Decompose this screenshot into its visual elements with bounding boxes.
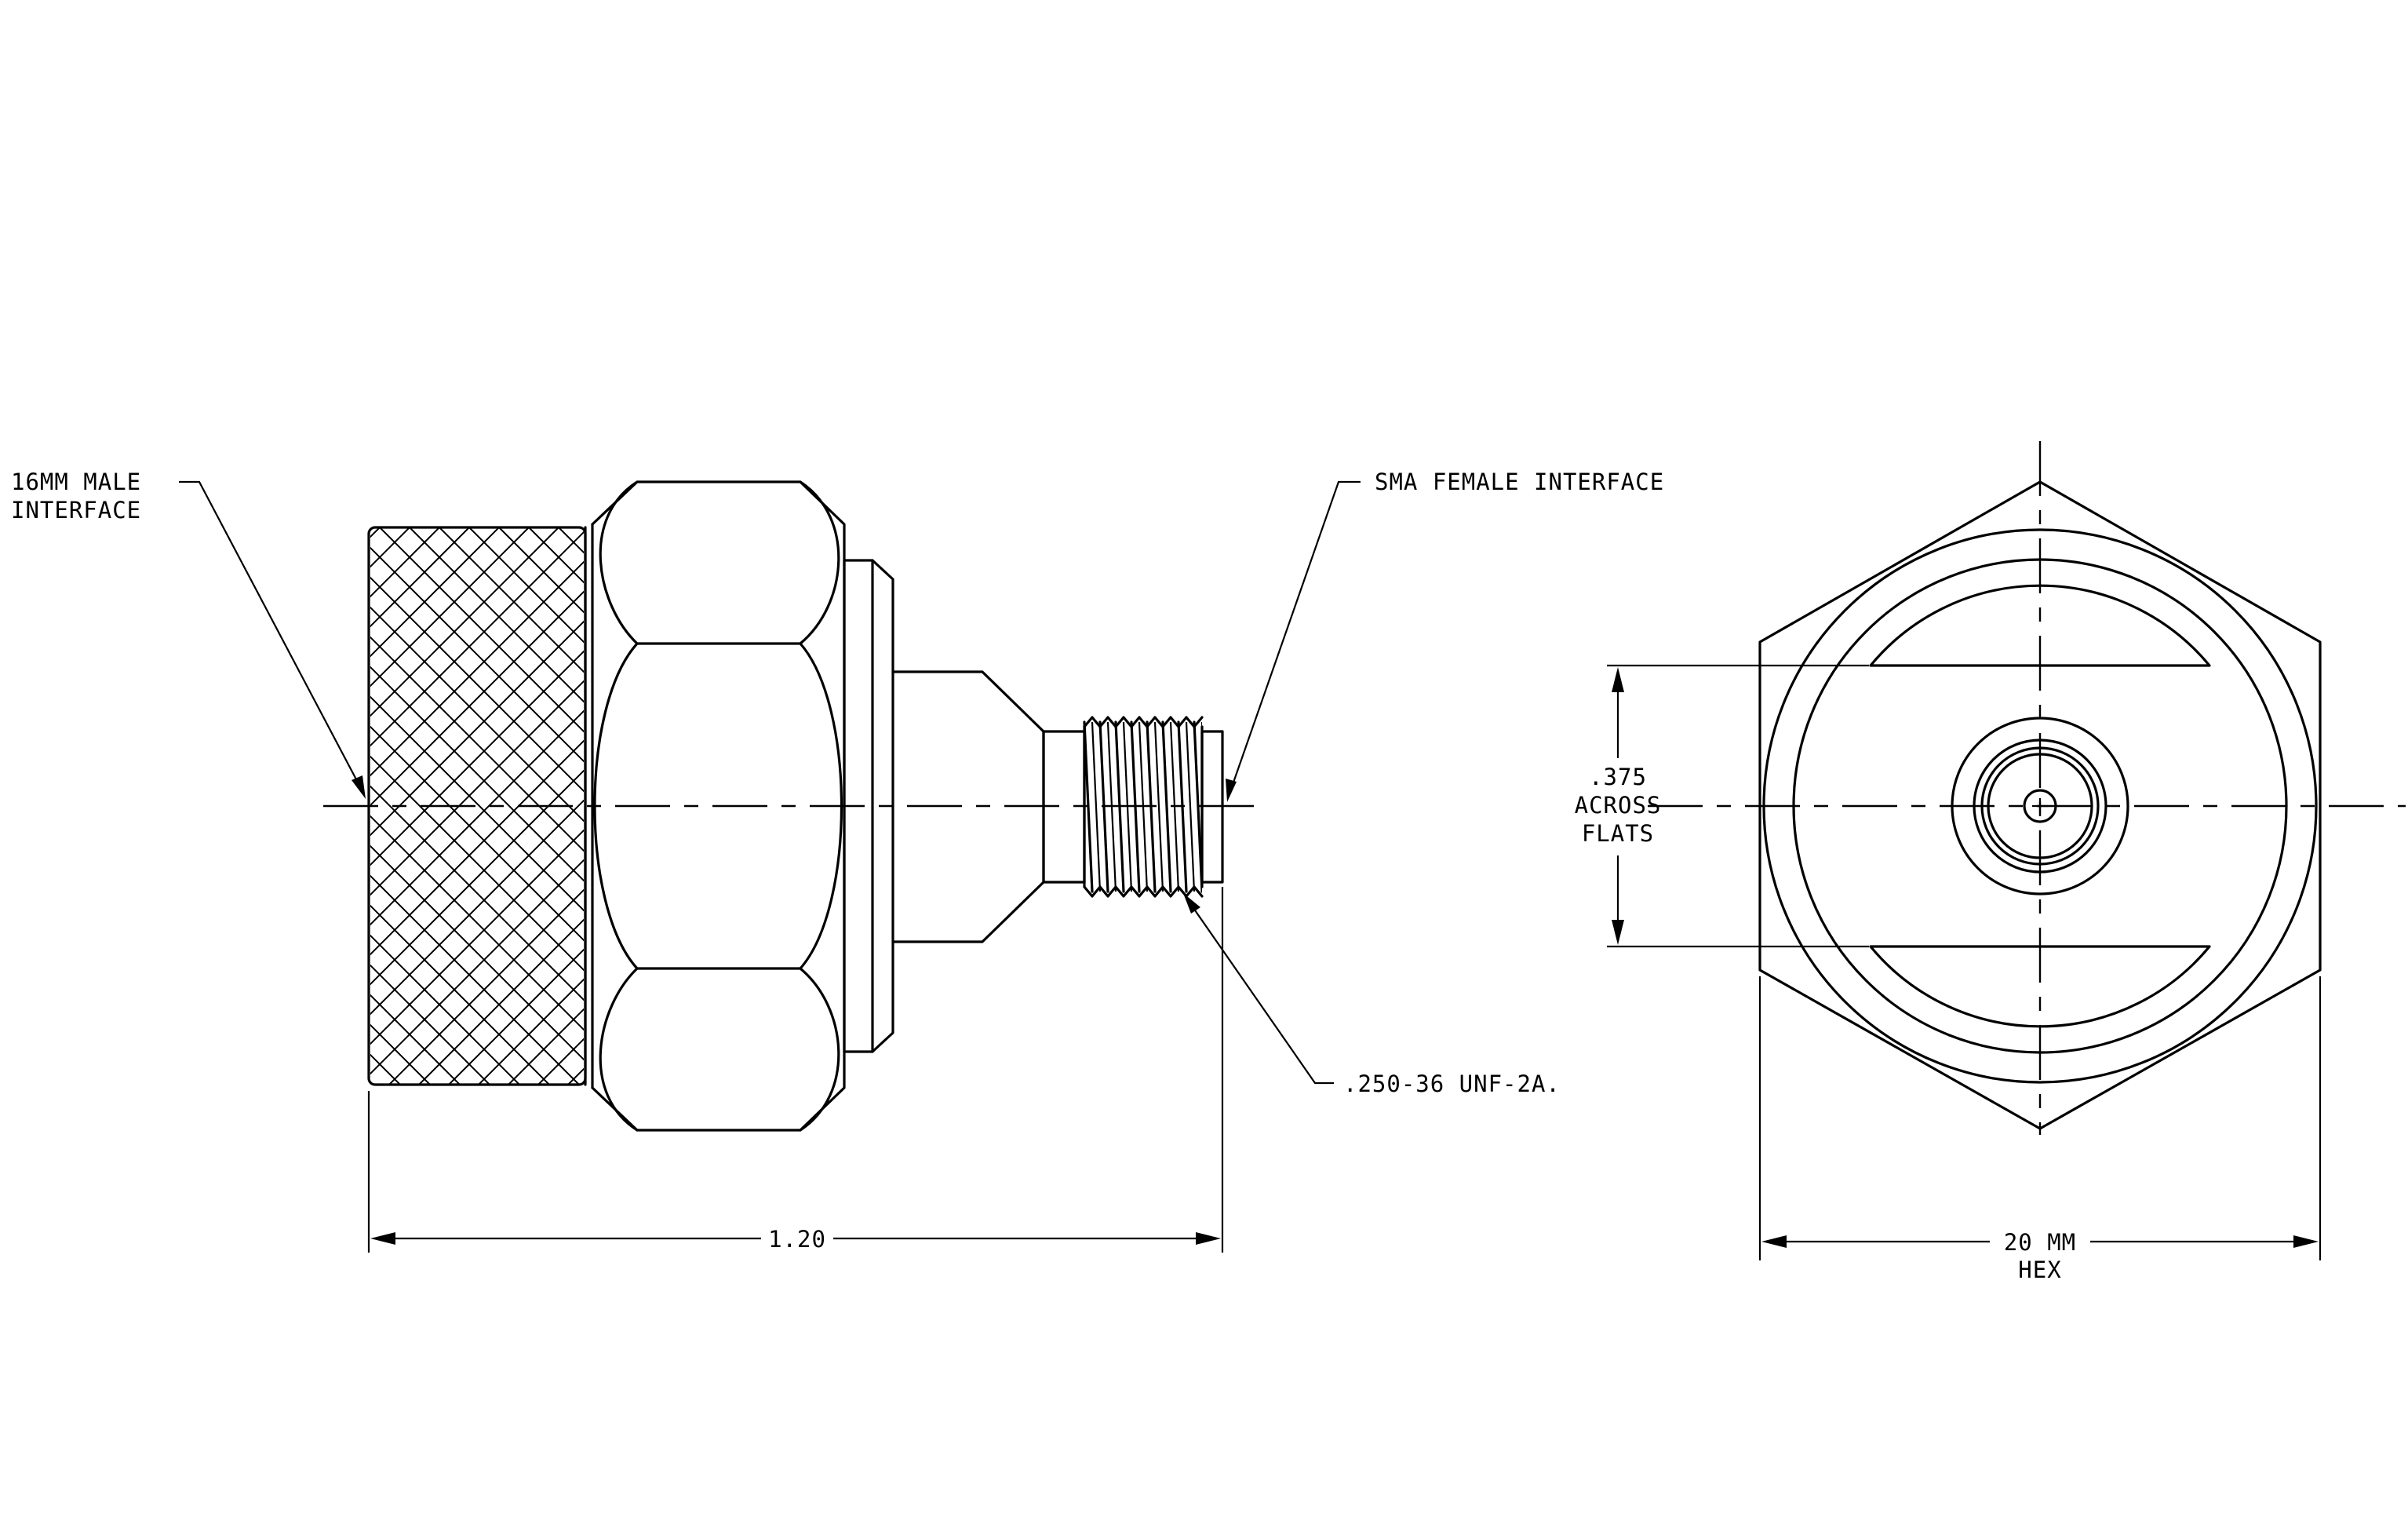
knurl-line: [370, 527, 530, 688]
knurl-line: [409, 527, 584, 703]
knurl-line: [0, 527, 22, 1085]
bottom-flat: [1869, 945, 2211, 1028]
hex-dimension: 20 MM HEX: [1758, 976, 2322, 1283]
knurl-line: [478, 978, 584, 1085]
knurl-line: [370, 815, 584, 1031]
knurl-line: [370, 527, 381, 538]
male-interface-label-2: INTERFACE: [11, 497, 141, 523]
knurl-line: [418, 918, 584, 1085]
knurl-line: [468, 527, 584, 644]
knurl-line: [370, 785, 584, 1001]
knurl-line: [498, 527, 584, 614]
knurl-line: [528, 527, 584, 584]
knurl-line: [588, 527, 1146, 1085]
hex-label-1: 20 MM: [2004, 1229, 2076, 1256]
knurl-line: [370, 1083, 371, 1085]
knurl-line: [370, 859, 584, 1075]
knurl-line: [370, 546, 584, 763]
hex-label-2: HEX: [2018, 1257, 2061, 1283]
knurl-line: [370, 874, 580, 1085]
thread-line: [1083, 720, 1094, 893]
knurl-line: [379, 527, 584, 733]
knurl-line: [0, 527, 350, 1085]
knurl-line: [0, 527, 111, 1085]
female-interface-callout: SMA FEMALE INTERFACE: [1226, 469, 1664, 802]
knurl-line: [370, 799, 584, 1016]
knurl-line: [370, 576, 584, 793]
male-interface-callout: 16MM MALE INTERFACE: [11, 469, 366, 799]
knurl-line: [0, 527, 82, 1085]
knurl-line: [0, 527, 141, 1085]
side-view: 1.20 16MM MALE INTERFACE SMA FEMALE INTE…: [0, 469, 1664, 1253]
thread-line: [1161, 720, 1172, 893]
knurl-line: [370, 666, 584, 882]
knurl-line: [370, 527, 470, 628]
knurl-line: [370, 527, 500, 658]
thread-line: [1185, 721, 1196, 892]
female-interface-label: SMA FEMALE INTERFACE: [1375, 469, 1664, 495]
thread-line: [1091, 721, 1102, 892]
length-dim-label: 1.20: [768, 1226, 826, 1253]
end-view: .375 ACROSS FLATS 20 MM HEX: [1575, 441, 2406, 1283]
knurl-line: [976, 527, 1533, 1085]
knurl-line: [370, 695, 584, 912]
knurl-line: [439, 527, 584, 673]
knurl-line: [370, 560, 584, 777]
knurl-line: [370, 531, 584, 747]
length-dimension: 1.20: [367, 887, 1224, 1253]
knurl-line: [370, 844, 584, 1061]
knurl-line: [0, 527, 201, 1085]
knurl-line: [370, 755, 584, 972]
knurl-line: [370, 527, 559, 717]
knurl-line: [0, 527, 320, 1085]
flats-dimension: .375 ACROSS FLATS: [1575, 664, 1869, 948]
knurl-line: [0, 527, 260, 1085]
flats-label-3: FLATS: [1582, 820, 1654, 847]
knurl-line: [370, 709, 584, 926]
knurl-line: [0, 527, 171, 1085]
knurl-line: [370, 829, 584, 1045]
knurl-line: [370, 590, 584, 807]
thread-line: [1153, 721, 1164, 892]
knurl-line: [618, 527, 1175, 1085]
thread-callout: .250-36 UNF-2A.: [1183, 893, 1561, 1097]
knurl-line: [0, 527, 231, 1085]
knurl-line: [388, 888, 584, 1085]
knurl-line: [916, 527, 1474, 1085]
male-interface-label-1: 16MM MALE: [11, 469, 141, 495]
thread-line: [1193, 720, 1202, 893]
thread-spec-label: .250-36 UNF-2A.: [1343, 1071, 1561, 1097]
top-flat: [1869, 584, 2211, 667]
knurl-line: [0, 527, 52, 1085]
knurl-line: [370, 934, 520, 1085]
knurl-line: [448, 948, 584, 1085]
knurl-line: [370, 904, 550, 1085]
flats-label-2: ACROSS: [1575, 792, 1662, 819]
knurl-line: [0, 527, 290, 1085]
flats-label-1: .375: [1589, 764, 1647, 790]
knurl-line: [370, 964, 490, 1085]
knurl-line: [887, 527, 1444, 1085]
